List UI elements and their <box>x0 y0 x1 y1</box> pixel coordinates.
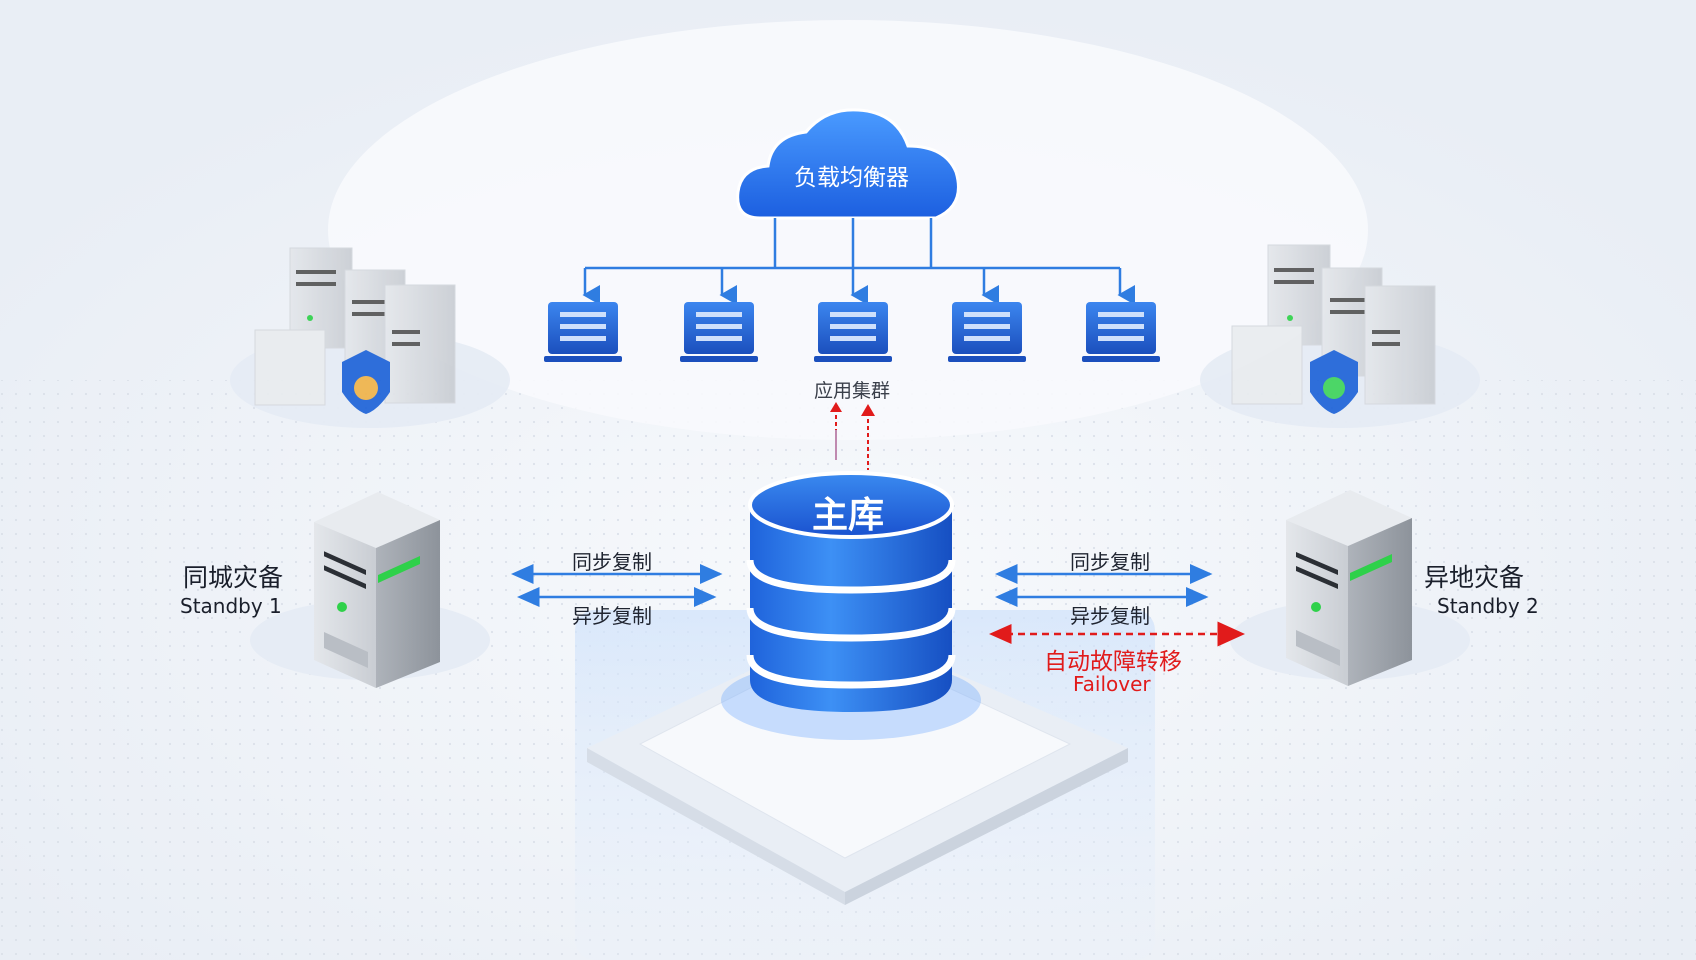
standby-1-title: 同城灾备 <box>183 563 284 592</box>
load-balancer-connectors <box>582 218 1135 305</box>
right-sync-label: 同步复制 <box>1070 550 1150 574</box>
standby-2-subtitle: Standby 2 <box>1437 594 1539 618</box>
app-node-3-icon <box>814 302 892 362</box>
replication-right-arrows <box>995 564 1213 607</box>
cluster-master-link <box>830 402 875 470</box>
app-cluster-label: 应用集群 <box>814 380 891 402</box>
app-node-1-icon <box>544 302 622 362</box>
master-db-label: 主库 <box>812 495 885 536</box>
standby-2-title: 异地灾备 <box>1424 563 1525 592</box>
standby-1-server-icon <box>250 492 490 688</box>
left-async-label: 异步复制 <box>572 604 652 628</box>
master-db-icon <box>746 471 956 712</box>
failover-label-en: Failover <box>1073 672 1151 696</box>
standby-2-server-icon <box>1230 490 1470 686</box>
datacenter-right-icon <box>1200 244 1480 428</box>
app-node-4-icon <box>948 302 1026 362</box>
failover-label-cn: 自动故障转移 <box>1044 649 1182 675</box>
app-node-2-icon <box>680 302 758 362</box>
right-async-label: 异步复制 <box>1070 604 1150 628</box>
replication-left-arrows <box>511 564 723 607</box>
standby-1-subtitle: Standby 1 <box>180 594 282 618</box>
load-balancer-label: 负载均衡器 <box>794 165 909 191</box>
load-balancer-cloud-icon <box>736 108 960 220</box>
left-sync-label: 同步复制 <box>572 550 652 574</box>
datacenter-left-icon <box>230 247 510 428</box>
app-node-5-icon <box>1082 302 1160 362</box>
